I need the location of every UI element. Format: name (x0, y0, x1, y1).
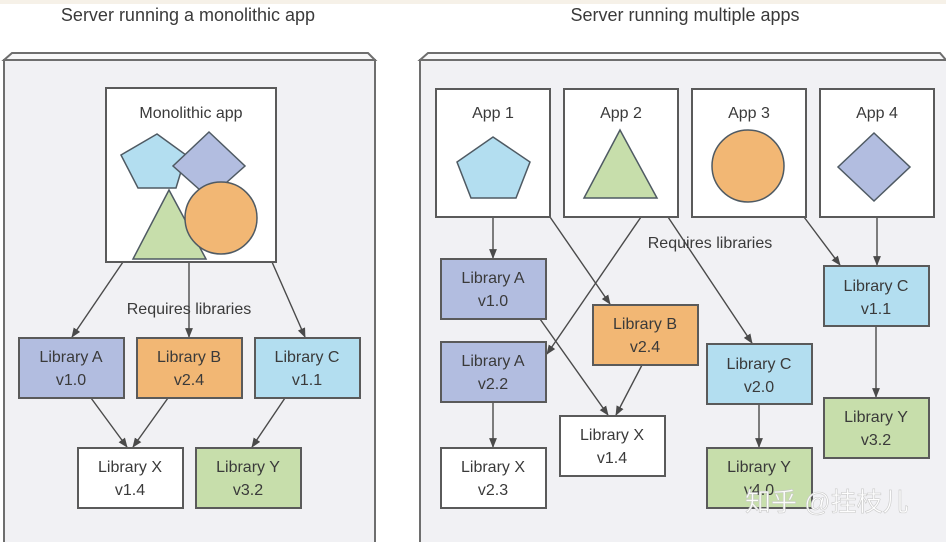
library-version: v3.2 (233, 482, 263, 499)
arrow-app1-to-library-b-v2-4 (549, 216, 611, 305)
library-version: v1.1 (861, 301, 891, 318)
pentagon-icon (120, 133, 187, 189)
right-library-a-v1-0: Library A v1.0 (440, 258, 547, 320)
library-name: Library A (461, 270, 524, 287)
arrow-app2-to-library-a-v2-2 (546, 216, 642, 355)
app-label: App 2 (600, 105, 642, 122)
pentagon-icon (456, 136, 531, 199)
arrow-library-c-to-y (251, 397, 286, 448)
circle-icon (184, 181, 258, 255)
library-version: v1.4 (115, 482, 145, 499)
library-version: v1.4 (597, 450, 627, 467)
arrow-library-b-to-x (132, 397, 169, 448)
arrow-app-to-library-c (271, 261, 306, 338)
arrow-app-to-library-a (71, 261, 124, 338)
right-library-c-v2-0: Library C v2.0 (706, 343, 813, 405)
library-name: Library Y (727, 459, 791, 476)
library-name: Library Y (844, 409, 908, 426)
library-name: Library X (98, 459, 162, 476)
library-version: v2.3 (478, 482, 508, 499)
app-label: App 3 (728, 105, 770, 122)
library-name: Library X (580, 427, 644, 444)
library-version: v2.2 (478, 376, 508, 393)
library-version: v1.0 (56, 372, 86, 389)
right-server-top-bevel (417, 52, 946, 61)
left-library-b: Library B v2.4 (136, 337, 243, 399)
right-library-y-v3-2: Library Y v3.2 (823, 397, 930, 459)
monolithic-app-box: Monolithic app (105, 87, 277, 263)
left-library-a: Library A v1.0 (18, 337, 125, 399)
app-1-box: App 1 (435, 88, 551, 218)
library-version: v1.0 (478, 293, 508, 310)
right-requires-libraries-note: Requires libraries (648, 235, 773, 252)
library-name: Library C (844, 278, 909, 295)
library-name: Library C (727, 356, 792, 373)
dependency-arrows (71, 216, 881, 448)
library-name: Library A (461, 353, 524, 370)
right-library-y-v4-0: Library Y v4.0 (706, 447, 813, 509)
diamond-icon (836, 131, 912, 203)
library-name: Library Y (216, 459, 280, 476)
library-name: Library B (157, 349, 221, 366)
arrow-app3-to-library-c-v1-1 (803, 216, 841, 266)
library-version: v2.4 (630, 339, 660, 356)
library-version: v3.2 (861, 432, 891, 449)
app-label: App 1 (472, 105, 514, 122)
library-version: v1.1 (292, 372, 322, 389)
left-server-top-bevel (1, 52, 378, 61)
right-library-x-v2-3: Library X v2.3 (440, 447, 547, 509)
right-server-title: Server running multiple apps (570, 5, 799, 25)
arrow-library-b-v2-4-to-x-v1-4 (615, 364, 643, 416)
right-library-b-v2-4: Library B v2.4 (592, 304, 699, 366)
arrow-library-a-to-x (90, 397, 128, 448)
library-name: Library X (461, 459, 525, 476)
app-label: App 4 (856, 105, 898, 122)
app-4-box: App 4 (819, 88, 935, 218)
right-library-a-v2-2: Library A v2.2 (440, 341, 547, 403)
left-server-title: Server running a monolithic app (61, 5, 315, 25)
watermark-text: 知乎 @挂枝儿 (745, 487, 909, 517)
triangle-icon (582, 128, 659, 199)
app-3-box: App 3 (691, 88, 807, 218)
library-version: v2.0 (744, 379, 774, 396)
top-strip (0, 0, 946, 4)
arrow-app2-to-library-c-v2-0 (667, 216, 753, 344)
app-2-box: App 2 (563, 88, 679, 218)
left-library-c: Library C v1.1 (254, 337, 361, 399)
left-library-y: Library Y v3.2 (195, 447, 302, 509)
library-version: v2.4 (174, 372, 204, 389)
library-name: Library B (613, 316, 677, 333)
arrow-library-a-v1-0-to-x-v1-4 (539, 318, 609, 416)
library-version: v4.0 (744, 482, 774, 499)
circle-icon (711, 129, 785, 203)
left-requires-libraries-note: Requires libraries (127, 301, 252, 318)
library-name: Library A (39, 349, 102, 366)
left-library-x: Library X v1.4 (77, 447, 184, 509)
library-name: Library C (275, 349, 340, 366)
right-library-c-v1-1: Library C v1.1 (823, 265, 930, 327)
right-library-x-v1-4: Library X v1.4 (559, 415, 666, 477)
monolithic-app-label: Monolithic app (139, 105, 242, 122)
